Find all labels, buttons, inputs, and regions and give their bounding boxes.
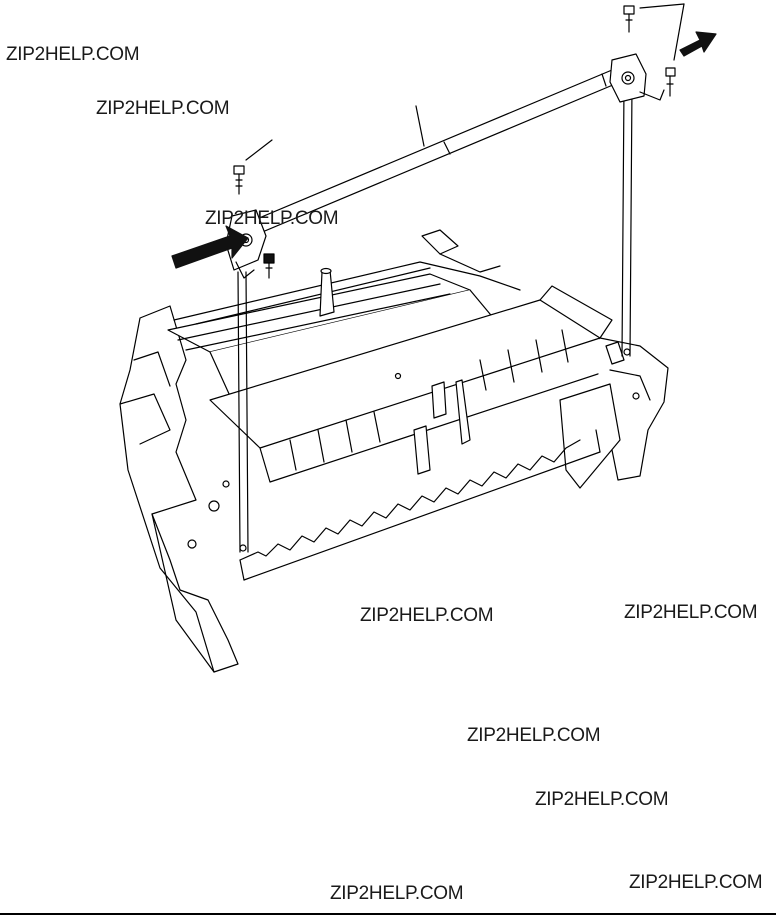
watermark-text: ZIP2HELP.COM [96,98,230,119]
remove-arrow-left [171,225,249,269]
vertical-rod-right [621,85,633,357]
vertical-rod-left [237,271,249,553]
watermark-text: ZIP2HELP.COM [205,208,339,229]
watermark-text: ZIP2HELP.COM [467,725,601,746]
watermark-text: ZIP2HELP.COM [360,605,494,626]
watermark-text: ZIP2HELP.COM [330,883,464,904]
right-bracket [609,53,665,103]
screw-left-side [263,253,275,279]
ribbed-guide [239,429,601,581]
bottom-rule [0,913,776,915]
watermark-text: ZIP2HELP.COM [535,789,669,810]
screw-right-side [665,67,676,97]
watermark-text: ZIP2HELP.COM [6,44,140,65]
screw-top-left [233,139,273,195]
watermark-text: ZIP2HELP.COM [629,872,763,893]
remove-arrow-right [679,31,717,57]
screw-top-right [623,3,685,61]
unit-chassis [119,229,669,673]
watermark-text: ZIP2HELP.COM [624,602,758,623]
